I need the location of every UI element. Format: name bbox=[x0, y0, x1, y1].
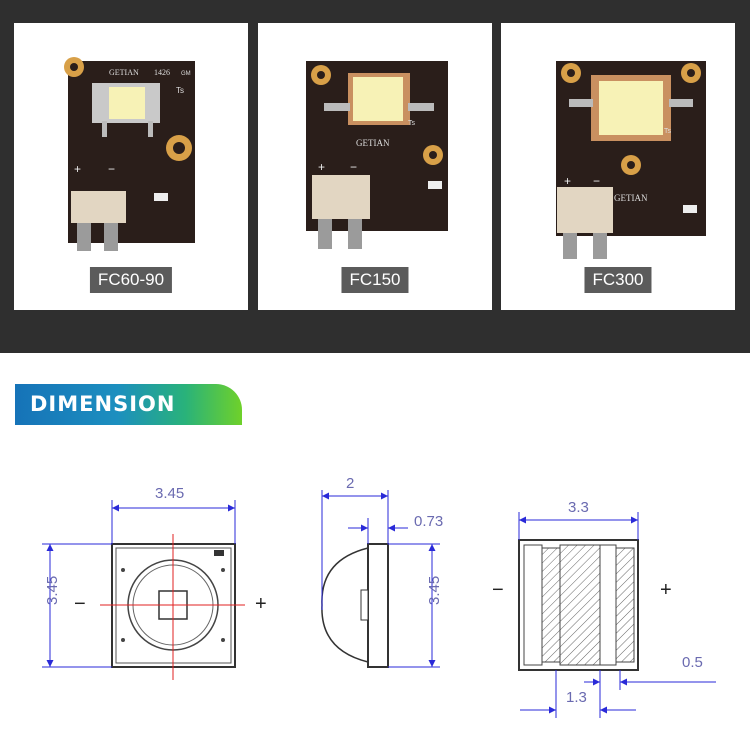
front-view: 3.45 3.45 − + bbox=[42, 485, 267, 680]
product-card-fc60-90: GETIAN 1426 GM Ts + − FC60-90 bbox=[14, 23, 248, 310]
product-card-fc300: GETIAN Ts + − FC300 bbox=[501, 23, 735, 310]
fc60-90-tag: GM bbox=[181, 71, 191, 77]
side-view: 2 0.73 3.45 bbox=[321, 475, 443, 668]
bottom-view: 3.3 1.3 0.5 − + bbox=[492, 499, 716, 718]
fc150-minus: − bbox=[350, 160, 357, 174]
fc60-90-board-image: GETIAN 1426 GM Ts + − bbox=[64, 57, 195, 251]
fc150-brand: GETIAN bbox=[356, 138, 390, 148]
side-depth-label: 2 bbox=[346, 475, 354, 492]
fc60-90-label: FC60-90 bbox=[89, 267, 173, 293]
fc60-90-code: 1426 bbox=[154, 68, 170, 77]
front-height-label: 3.45 bbox=[44, 576, 61, 605]
front-width-label: 3.45 bbox=[155, 485, 184, 502]
fc60-90-plus: + bbox=[74, 162, 81, 176]
fc300-label: FC300 bbox=[584, 267, 652, 293]
side-thickness-label: 0.73 bbox=[414, 513, 443, 530]
fc300-brand: GETIAN bbox=[614, 193, 648, 203]
fc300-plus: + bbox=[564, 174, 571, 188]
fc60-90-ts: Ts bbox=[176, 86, 184, 95]
bottom-gap-label: 0.5 bbox=[682, 654, 703, 671]
dimension-banner: DIMENSION bbox=[15, 384, 242, 425]
fc150-ts: Ts bbox=[408, 120, 416, 127]
front-plus-sign: + bbox=[255, 593, 267, 615]
bottom-plus-sign: + bbox=[660, 579, 672, 601]
fc300-board-image: GETIAN Ts + − bbox=[556, 61, 706, 259]
fc150-board-image: GETIAN Ts + − bbox=[306, 61, 448, 249]
fc60-90-minus: − bbox=[108, 162, 115, 176]
fc150-label: FC150 bbox=[341, 267, 409, 293]
dimension-drawing: 3.45 3.45 − + 2 0.73 3.45 3.3 bbox=[42, 475, 716, 718]
fc60-90-brand: GETIAN bbox=[109, 68, 139, 77]
fc300-ts: Ts bbox=[664, 128, 672, 135]
bottom-pad-label: 1.3 bbox=[566, 689, 587, 706]
product-card-fc150: GETIAN Ts + − FC150 bbox=[258, 23, 492, 310]
front-minus-sign: − bbox=[74, 593, 86, 615]
side-height-label: 3.45 bbox=[426, 576, 443, 605]
bottom-width-label: 3.3 bbox=[568, 499, 589, 516]
bottom-minus-sign: − bbox=[492, 579, 504, 601]
fc300-minus: − bbox=[593, 174, 600, 188]
fc150-plus: + bbox=[318, 160, 325, 174]
